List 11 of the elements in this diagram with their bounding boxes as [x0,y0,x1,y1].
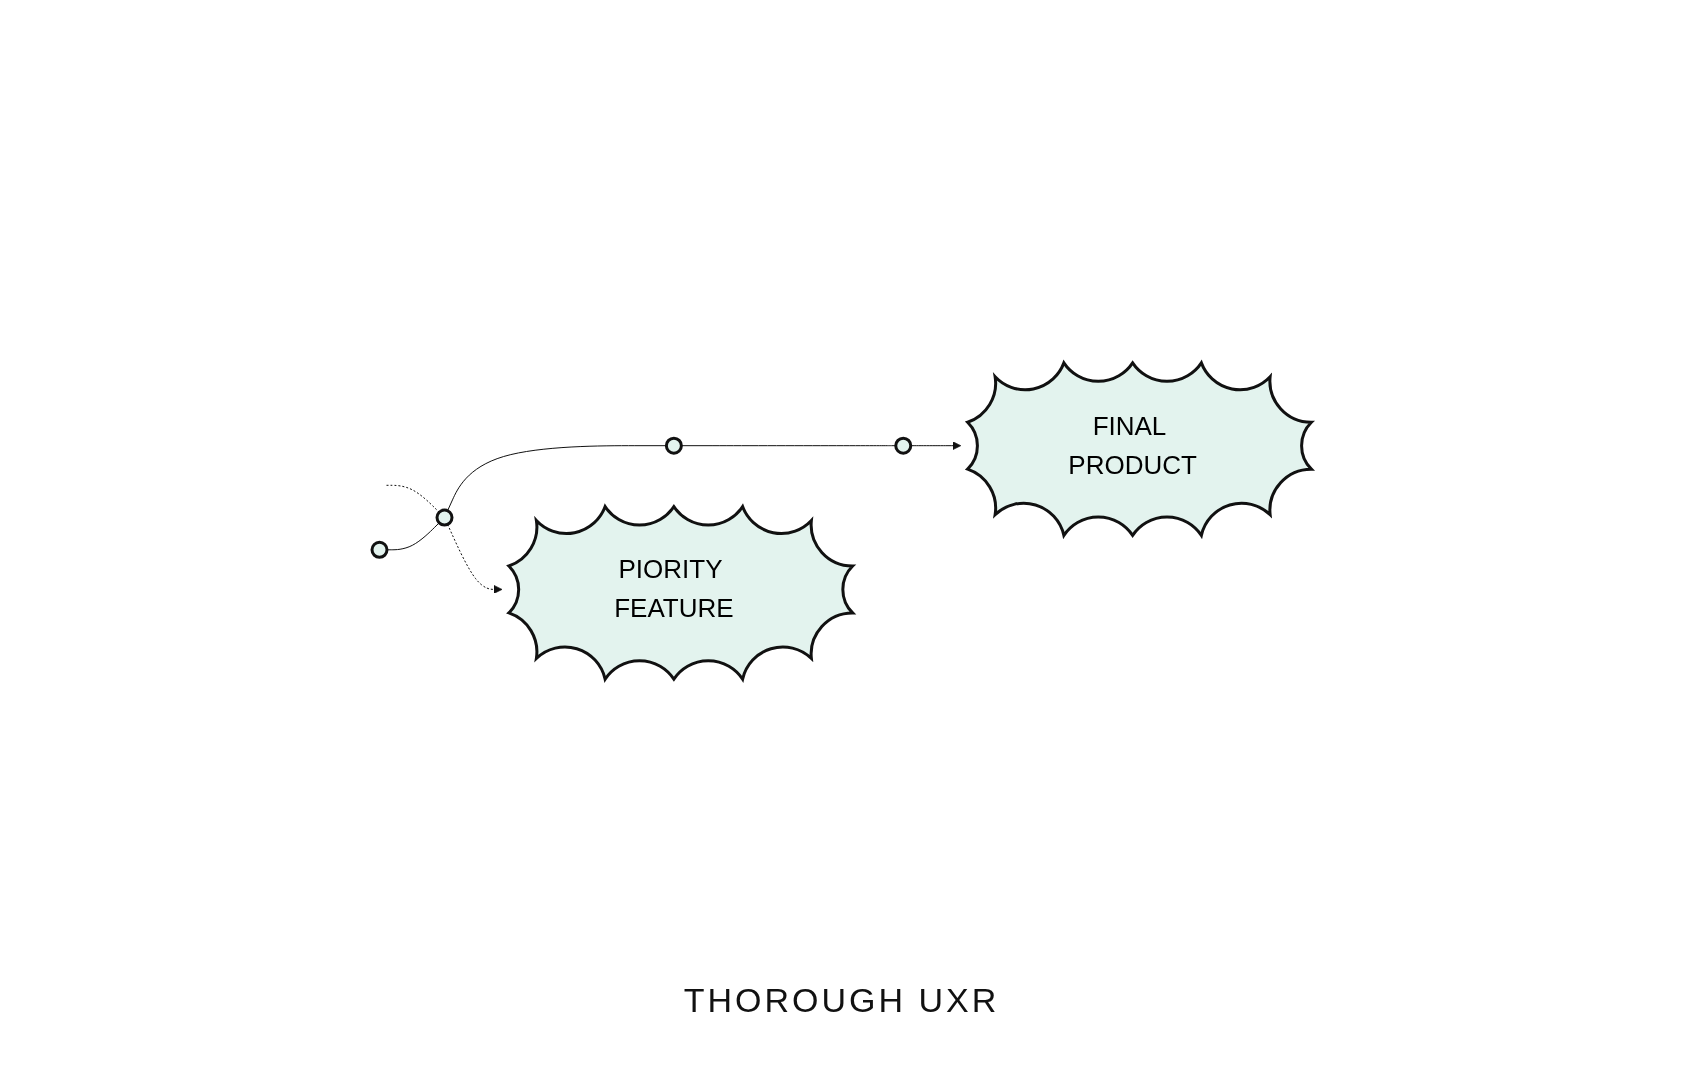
connector [385,484,440,513]
arrow [446,523,503,594]
node-circle [894,436,913,455]
arrow [910,441,961,451]
connector [680,445,897,447]
node-circle [370,540,389,559]
connector [446,445,667,512]
node-circle [435,508,454,527]
connector [386,522,440,551]
node-circle [664,436,683,455]
caption-text: THOROUGH UXR [683,981,1000,1020]
